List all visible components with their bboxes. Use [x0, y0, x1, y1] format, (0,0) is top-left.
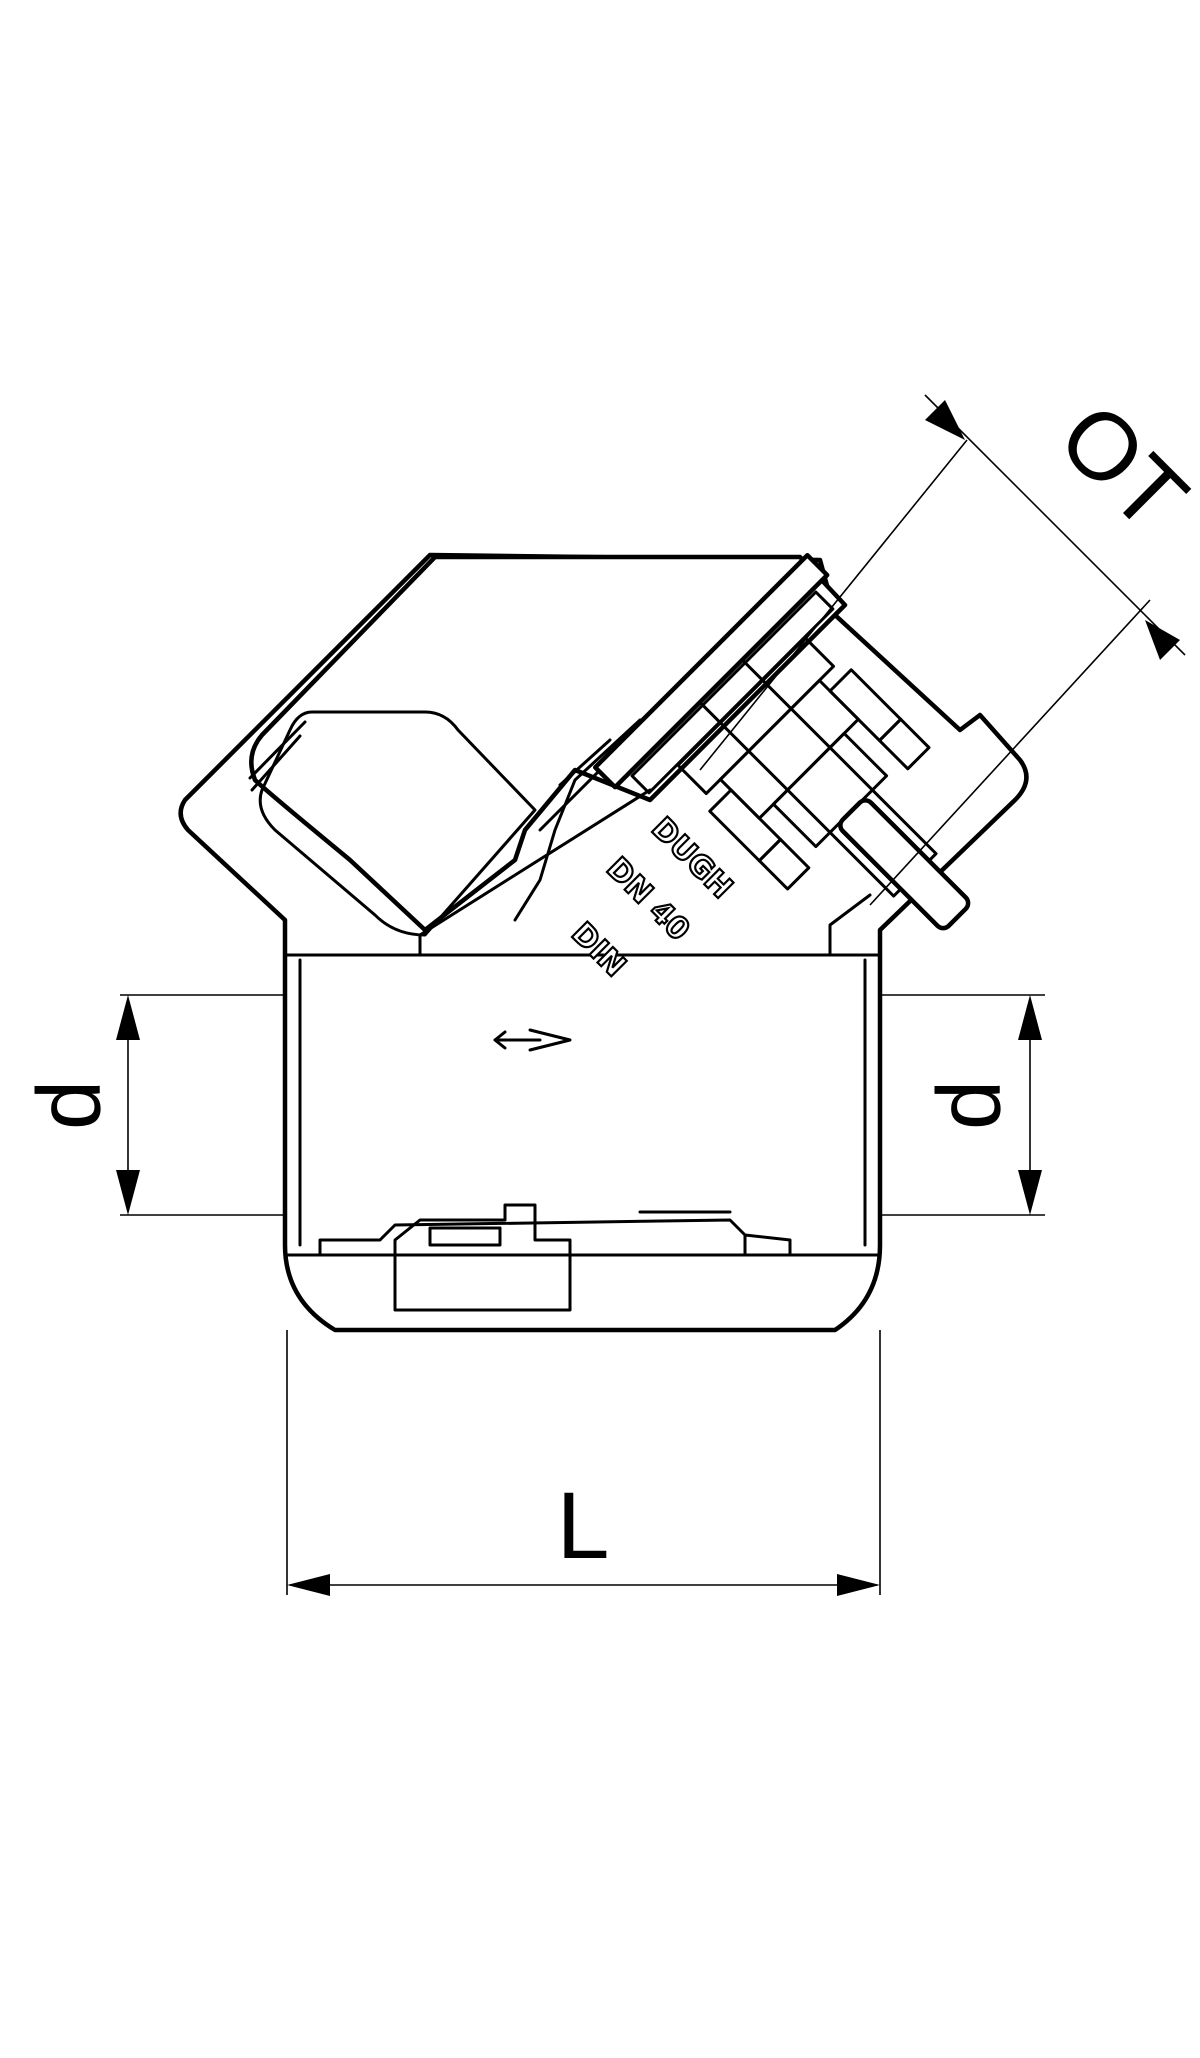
dimension-label-d-right: d [920, 1080, 1020, 1130]
cap-rim [248, 720, 307, 792]
dimension-d-right: d [880, 994, 1045, 1216]
terminal-block [393, 1203, 572, 1312]
main-pipe-body [283, 953, 882, 1257]
dimension-label-ot: OT [1039, 383, 1200, 551]
dimension-label-l: L [557, 1473, 610, 1579]
bottom-slot [428, 1210, 732, 1247]
flow-direction-arrow [493, 1028, 572, 1052]
branch-outlet [592, 552, 971, 931]
branch-junction [418, 718, 872, 957]
dimension-label-d-left: d [20, 1080, 120, 1130]
dimension-l: L [286, 1330, 881, 1596]
cap-block [258, 710, 537, 937]
bottom-rib [318, 1218, 792, 1257]
saddle-cover [249, 554, 848, 933]
dimension-d-left: d [20, 994, 285, 1216]
